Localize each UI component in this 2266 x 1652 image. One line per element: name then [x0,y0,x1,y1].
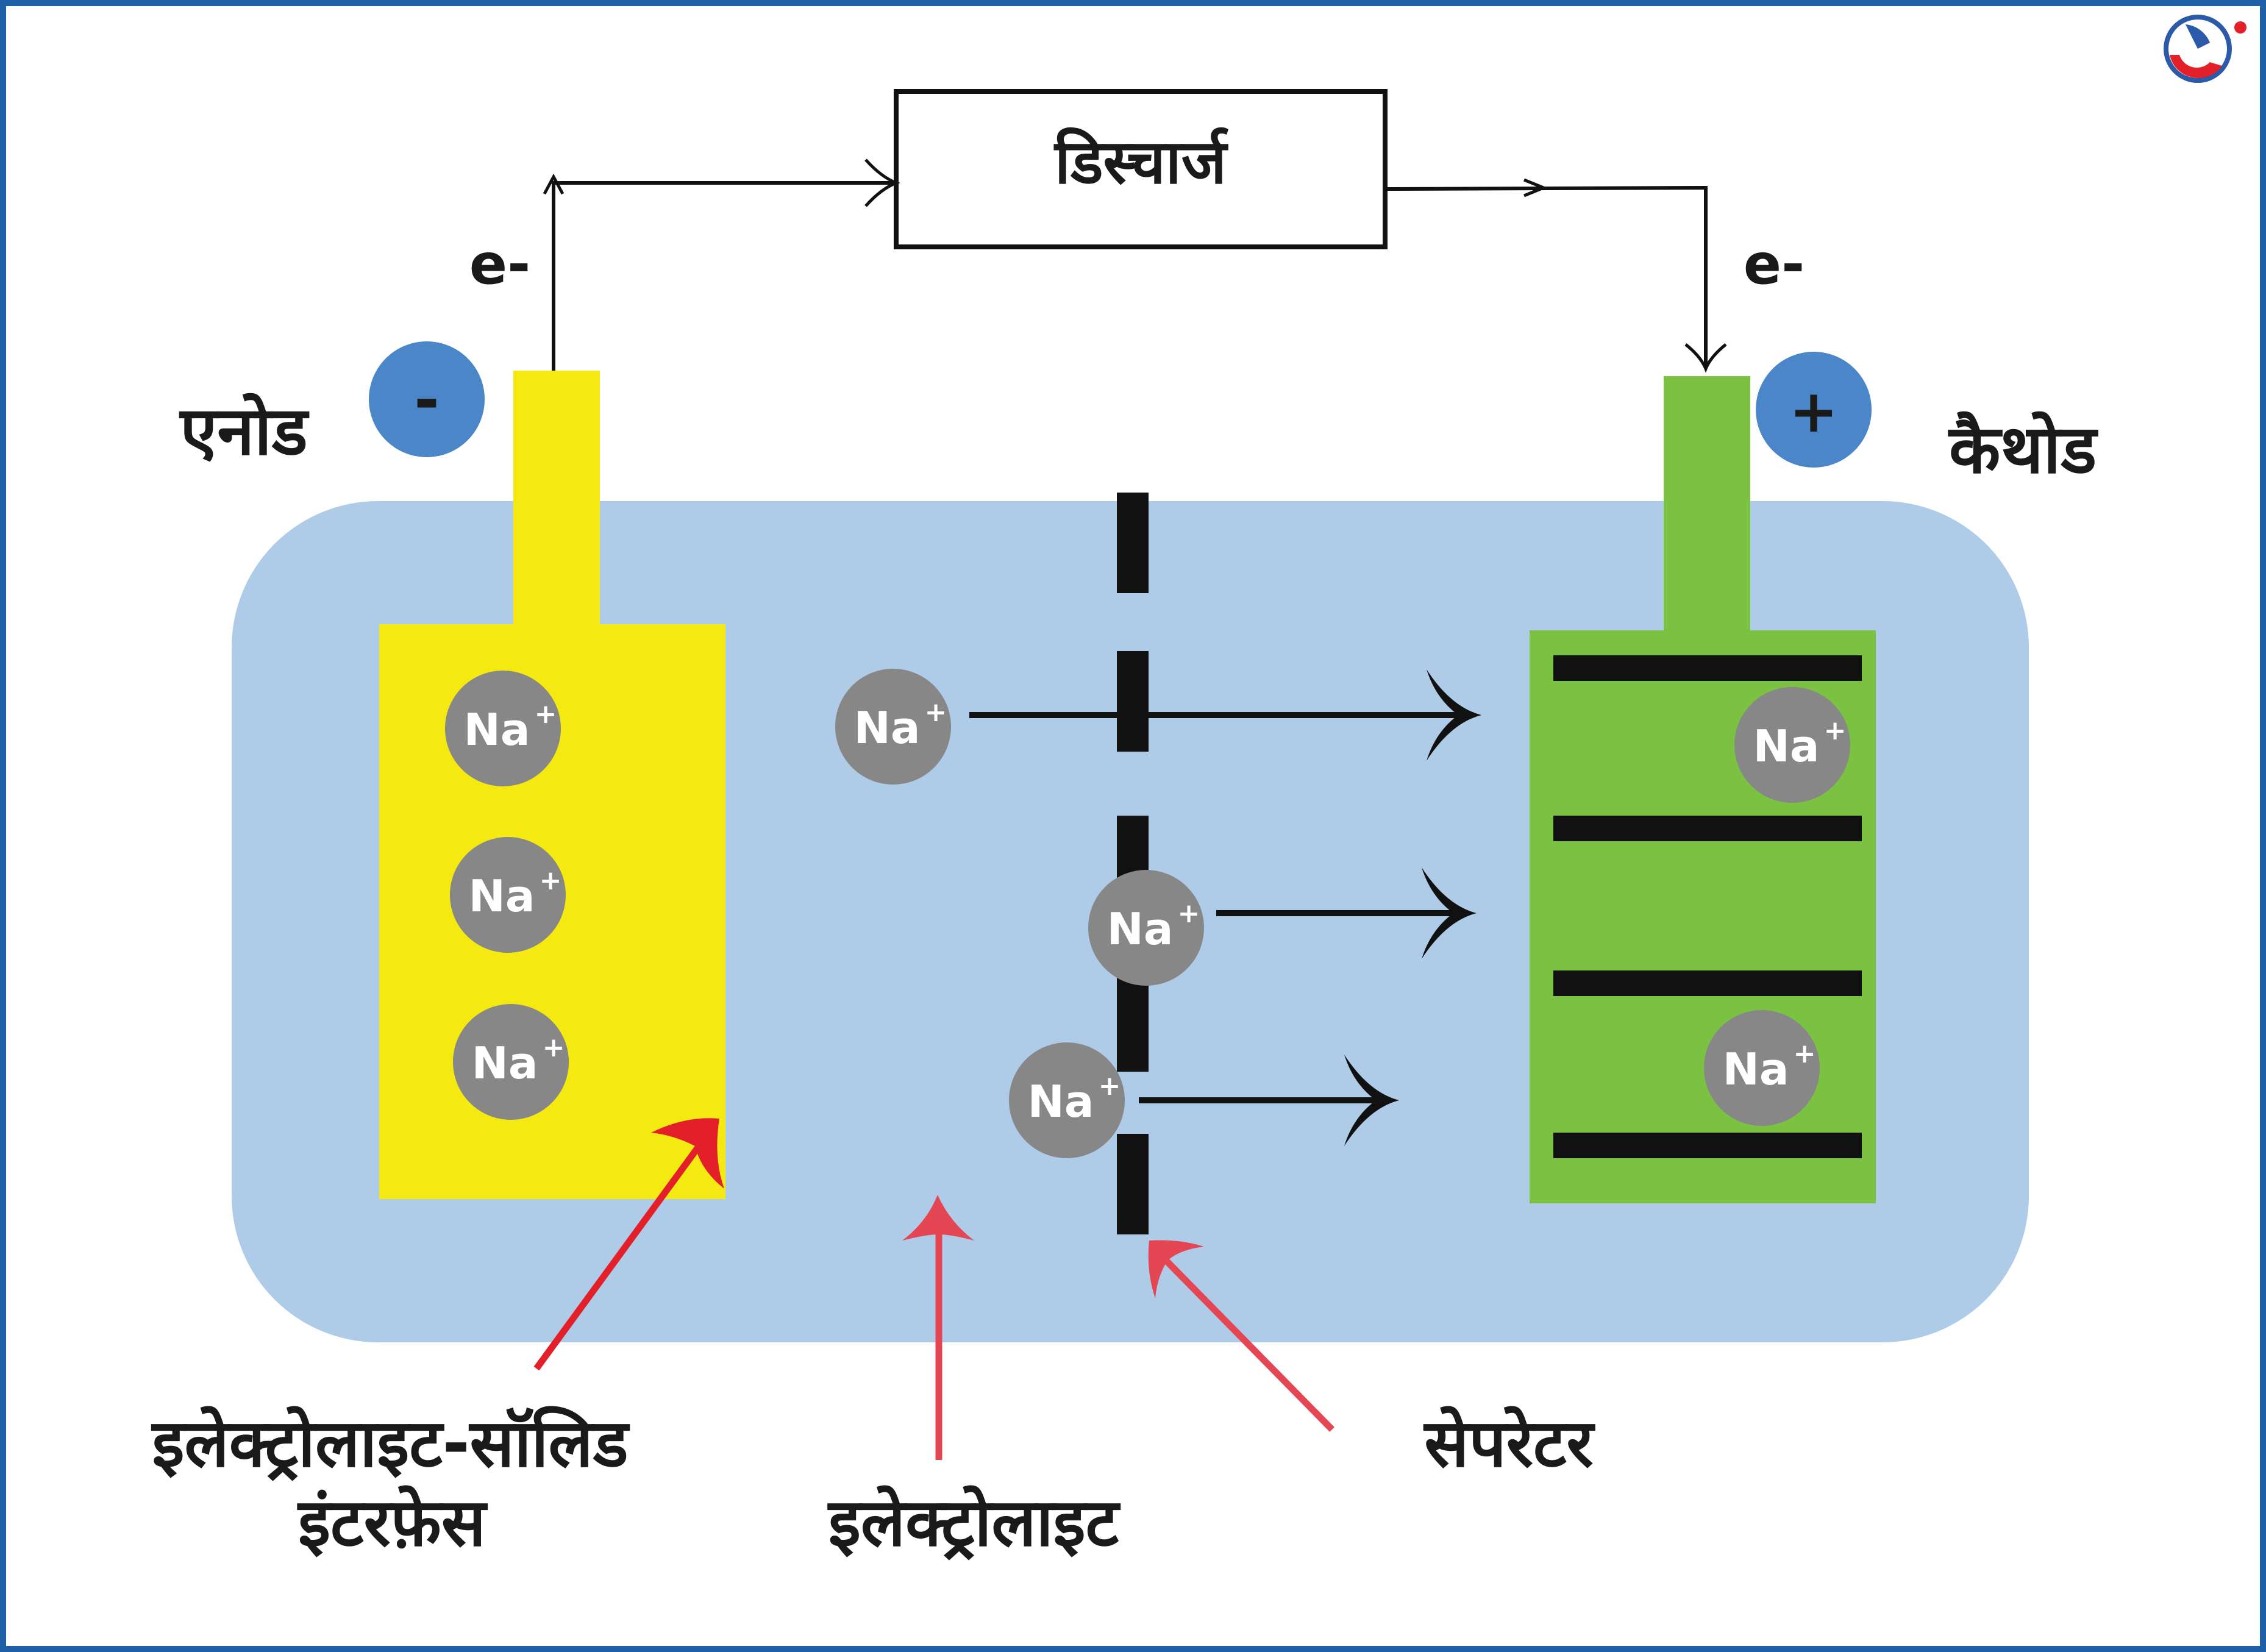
pointer-head [902,1195,974,1241]
sodium-ion: Na + [1088,870,1204,986]
separator-dash [1117,1134,1149,1234]
wire-arrow [1523,178,1548,198]
separator-dash [1117,493,1149,593]
pointer-head [651,1118,724,1189]
ion-charge: + [543,1032,565,1063]
ion-charge: + [1099,1070,1121,1102]
separator-pointer [1162,1256,1334,1432]
pointer-head [1148,1240,1204,1298]
ion-symbol: Na [1723,1044,1789,1095]
electrolyte-label: इलेक्ट्रोलाइट [827,1485,1121,1561]
sodium-ion: Na + [450,837,566,953]
sodium-ion: Na + [445,671,561,786]
electron-label-right: e- [1744,232,1805,297]
separator-dash [1117,651,1149,752]
ion-charge: + [1794,1038,1816,1069]
arrow-head [1344,1055,1399,1146]
ion-symbol: Na [1028,1076,1094,1127]
sodium-ion: Na + [835,669,951,785]
separator-label: सेपरेटर [1423,1406,1595,1482]
cathode-sign: + [1789,377,1838,446]
logo-icon [2164,15,2246,83]
ion-symbol: Na [1107,903,1174,955]
ion-symbol: Na [1753,721,1820,772]
ion-charge: + [925,697,947,728]
ion-symbol: Na [464,704,530,755]
cathode-layer [1553,655,1862,681]
ion-charge: + [1178,898,1200,929]
ion-symbol: Na [854,702,921,753]
circuit-wire-left [552,181,896,371]
cathode-terminal [1756,352,1872,468]
wire-arrow [543,173,565,195]
anode-terminal [369,341,485,457]
ion-charge: + [1824,715,1847,746]
wire-arrow [864,158,900,207]
ion-charge: + [540,865,562,896]
discharge-box [894,89,1388,249]
electron-label-left: e- [469,232,531,297]
anode-label: एनोड [179,392,309,470]
sodium-ion: Na + [1734,687,1850,803]
ion-symbol: Na [472,1038,538,1089]
anode-tab [513,371,600,627]
discharge-label: डिस्चार्ज [1053,126,1229,198]
sodium-ion: Na + [453,1004,569,1120]
anode-sign: - [414,364,440,435]
sei-pointer [533,1142,703,1371]
cathode-label: कैथोड [1948,410,2098,488]
circuit-wire-right [1384,185,1708,366]
ion-charge: + [535,699,557,730]
sodium-ion: Na + [1009,1042,1125,1158]
arrow-head [1422,867,1477,959]
cathode-layer [1553,1133,1862,1158]
wire-arrow [1684,343,1727,373]
ion-symbol: Na [469,871,535,922]
sodium-ion: Na + [1704,1010,1820,1126]
sei-label-line2: इंटरफ़ेस [297,1485,488,1561]
arrow-head [1427,669,1481,761]
sei-label-line1: इलेक्ट्रोलाइट-सॉलिड [151,1406,630,1482]
cathode-layer [1553,816,1862,841]
cathode-tab [1664,376,1750,632]
cathode-layer [1553,970,1862,996]
